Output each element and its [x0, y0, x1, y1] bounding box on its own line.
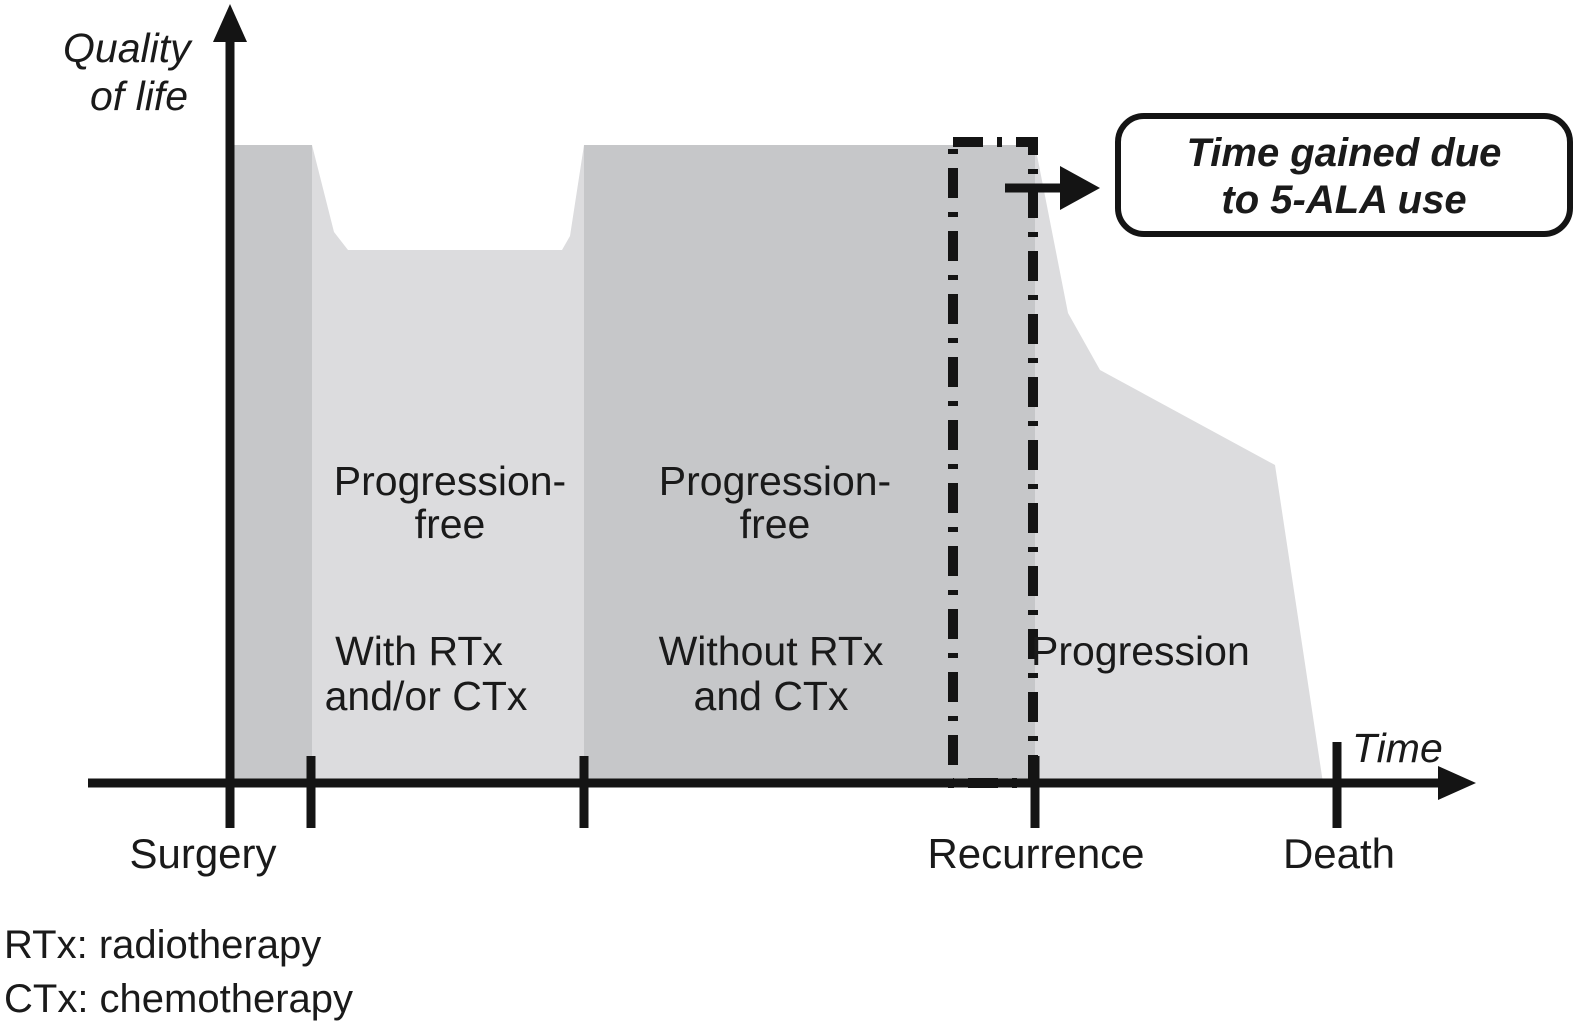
region-line-1: Progression- — [659, 458, 891, 504]
region-label-with-rtx-ctx: Progression- free With RTx and/or CTx — [325, 458, 567, 719]
tick-label-recurrence: Recurrence — [927, 830, 1144, 877]
band-without-rtx-ctx — [584, 145, 1035, 783]
callout-pointer — [1005, 166, 1100, 210]
callout-line-2: to 5-ALA use — [1221, 178, 1466, 222]
x-axis-arrowhead-icon — [1438, 766, 1476, 800]
tick-label-surgery: Surgery — [129, 830, 276, 877]
region-line-3: Without RTx — [659, 628, 884, 674]
region-line-2: free — [415, 501, 486, 547]
tick-label-death: Death — [1283, 830, 1395, 877]
y-axis-arrowhead-icon — [213, 4, 247, 42]
x-axis-ticks — [225, 742, 1342, 828]
y-axis-label-line1: Quality — [63, 25, 193, 71]
region-line-3: With RTx — [335, 628, 503, 674]
y-axis-label-line2: of life — [90, 73, 188, 119]
area-bands — [234, 145, 1323, 783]
band-with-rtx-ctx — [312, 145, 584, 783]
region-label-progression: Progression — [1031, 628, 1250, 674]
footnote-rtx: RTx: radiotherapy — [4, 923, 321, 967]
callout-line-1: Time gained due — [1187, 131, 1502, 175]
footnote-ctx: CTx: chemotherapy — [4, 977, 353, 1021]
region-line-4: and/or CTx — [325, 673, 528, 719]
region-label-without-rtx-ctx: Progression- free Without RTx and CTx — [659, 458, 892, 719]
region-line-4: and CTx — [694, 673, 849, 719]
band-progression — [1035, 145, 1323, 783]
region-line-1: Progression — [1031, 628, 1250, 674]
band-post-surgery — [234, 145, 312, 783]
region-line-1: Progression- — [334, 458, 566, 504]
callout-box — [1115, 113, 1573, 237]
region-line-2: free — [740, 501, 811, 547]
x-axis-label: Time — [1352, 725, 1443, 771]
pointer-arrowhead-icon — [1060, 166, 1100, 210]
